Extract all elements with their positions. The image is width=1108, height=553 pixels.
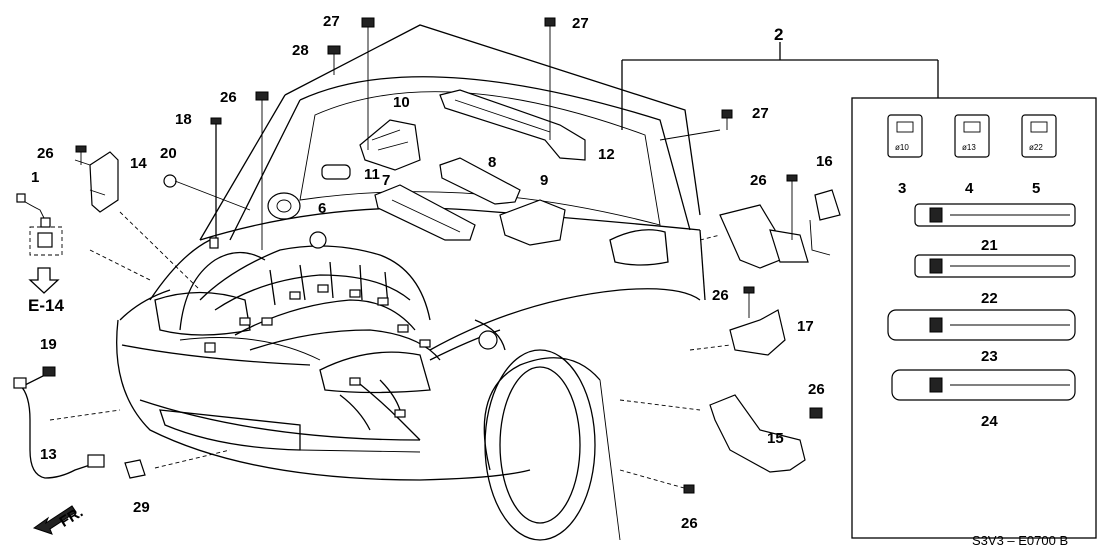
callout-26-bottom: 26 xyxy=(681,515,698,532)
callout-26-lower-mid: 26 xyxy=(712,287,729,304)
callout-7: 7 xyxy=(382,172,390,189)
callout-15: 15 xyxy=(767,430,784,447)
callout-26-mid-right: 26 xyxy=(750,172,767,189)
callout-28: 28 xyxy=(292,42,309,59)
callout-26-top: 26 xyxy=(220,89,237,106)
reference-label-e14: E-14 xyxy=(28,296,64,315)
callout-26-left: 26 xyxy=(37,145,54,162)
front-label: FR. xyxy=(57,504,87,531)
callout-6: 6 xyxy=(318,200,326,217)
vehicle-outline xyxy=(116,24,706,541)
callout-27-right: 27 xyxy=(752,105,769,122)
callout-16: 16 xyxy=(816,153,833,170)
clip-size-22: ø22 xyxy=(1029,143,1043,152)
callout-4: 4 xyxy=(965,180,974,197)
callout-24: 24 xyxy=(981,413,998,430)
callout-12: 12 xyxy=(598,146,615,163)
callout-23: 23 xyxy=(981,348,998,365)
callout-11: 11 xyxy=(364,166,380,183)
callout-labels: 1 2 3 4 5 6 7 8 9 10 11 12 13 14 15 16 1… xyxy=(28,13,1068,548)
callout-27-left: 27 xyxy=(323,13,340,30)
callout-13: 13 xyxy=(40,446,57,463)
callout-27-middle: 27 xyxy=(572,15,589,32)
left-side-parts xyxy=(13,117,251,479)
callout-2: 2 xyxy=(774,25,783,44)
callout-3: 3 xyxy=(898,180,906,197)
right-side-brackets xyxy=(619,129,841,494)
callout-20: 20 xyxy=(160,145,177,162)
callout-18: 18 xyxy=(175,111,192,128)
callout-5: 5 xyxy=(1032,180,1040,197)
callout-29: 29 xyxy=(133,499,150,516)
part-2-clip-set xyxy=(621,42,1097,539)
clip-size-10: ø10 xyxy=(895,143,909,152)
down-arrow-icon xyxy=(28,267,60,294)
diagram-code: S3V3 – E0700 B xyxy=(972,533,1068,548)
reference-arrow xyxy=(28,267,60,294)
callout-17: 17 xyxy=(797,318,814,335)
front-direction-arrow xyxy=(32,505,77,535)
callout-26-right: 26 xyxy=(808,381,825,398)
callout-10: 10 xyxy=(393,94,410,111)
clip-size-13: ø13 xyxy=(962,143,976,152)
callout-19: 19 xyxy=(40,336,57,353)
callout-21: 21 xyxy=(981,237,998,254)
callout-1: 1 xyxy=(31,169,39,186)
callout-9: 9 xyxy=(540,172,548,189)
callout-8: 8 xyxy=(488,154,496,171)
callout-22: 22 xyxy=(981,290,998,307)
top-bolts xyxy=(255,17,733,250)
engine-harness-components xyxy=(179,89,586,441)
callout-14: 14 xyxy=(130,155,147,172)
